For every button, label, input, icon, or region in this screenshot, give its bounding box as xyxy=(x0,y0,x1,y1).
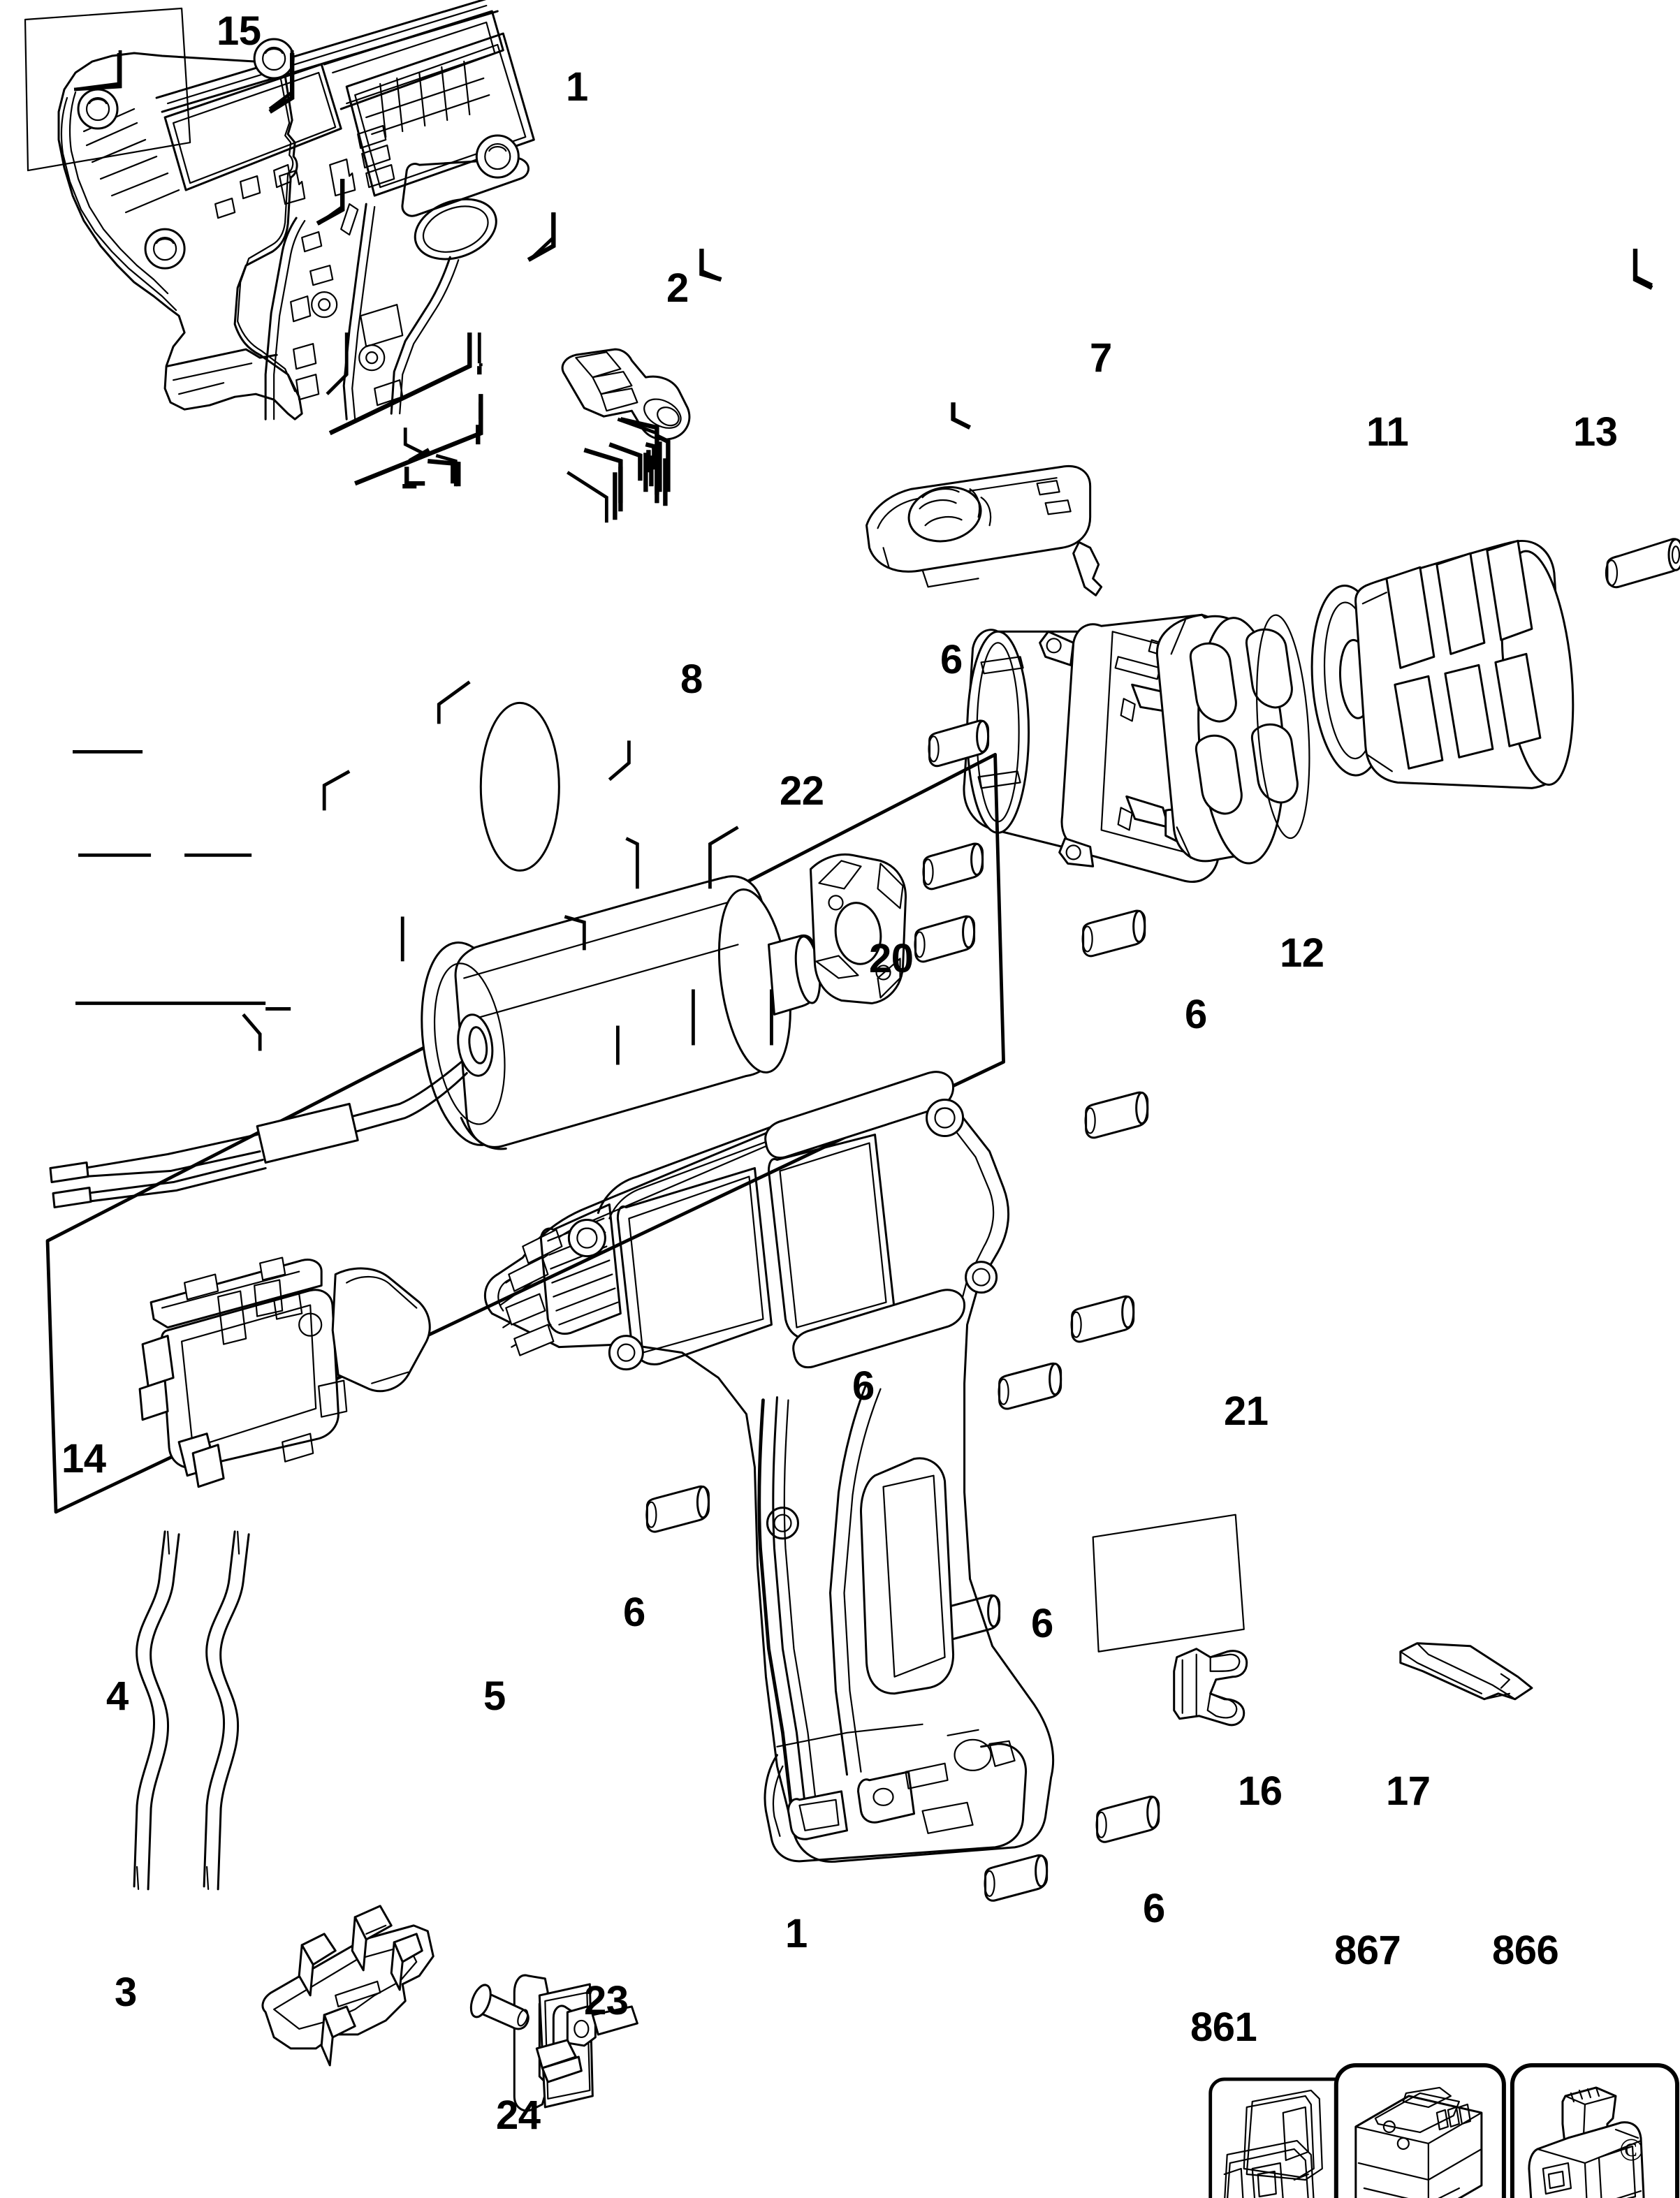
part-12-gearbox-assembly xyxy=(479,613,1310,883)
callout-number-13: 13 xyxy=(1573,409,1618,455)
part-21-warning-label xyxy=(1092,1514,1245,1653)
callout-number-1: 1 xyxy=(785,1911,808,1956)
screw xyxy=(1084,1091,1149,1139)
callout-number-12: 12 xyxy=(1280,930,1324,976)
part-11-keyless-chuck xyxy=(1310,539,1575,789)
callout-number-2: 2 xyxy=(666,265,689,311)
callout-number-11: 11 xyxy=(1366,409,1409,455)
callout-number-6: 6 xyxy=(1185,992,1207,1037)
part-4-wire-lead xyxy=(133,1530,180,1891)
screw xyxy=(984,1854,1049,1902)
part-15-rating-label xyxy=(24,7,191,172)
screw xyxy=(1095,1795,1160,1843)
part-7-mode-collar-cover xyxy=(865,464,1103,596)
accessory-867-battery-charger xyxy=(1334,2063,1506,2198)
part-2-forward-reverse-selector xyxy=(561,348,691,441)
part-13-chuck-retaining-screw xyxy=(1605,538,1680,589)
callout-number-3: 3 xyxy=(115,1970,137,2015)
callout-number-6: 6 xyxy=(1031,1601,1053,1646)
callout-number-14: 14 xyxy=(61,1436,106,1481)
callout-number-20: 20 xyxy=(869,936,914,981)
part-16-bit-holder-clip xyxy=(1173,1648,1248,1727)
callout-number-7: 7 xyxy=(1090,335,1112,381)
part-1-housing-half-left xyxy=(57,0,535,420)
accessory-861-kit-box xyxy=(1208,2077,1352,2198)
callout-number-5: 5 xyxy=(483,1673,506,1719)
callout-number-8: 8 xyxy=(680,657,703,702)
screw xyxy=(998,1362,1062,1410)
part-24-terminal-pin xyxy=(469,1984,529,2030)
part-5-wire-lead xyxy=(203,1530,250,1891)
callout-number-24: 24 xyxy=(496,2093,541,2138)
callout-number-861: 861 xyxy=(1190,2005,1257,2050)
part-3-terminal-block xyxy=(261,1905,434,2067)
part-6-housing-screws xyxy=(645,719,1160,1902)
callout-number-6: 6 xyxy=(940,637,963,682)
screw xyxy=(928,719,990,768)
callout-number-16: 16 xyxy=(1238,1768,1283,1814)
callout-number-6: 6 xyxy=(852,1363,875,1409)
screw xyxy=(645,1485,710,1533)
part-17-screwdriver-bit xyxy=(1399,1642,1533,1701)
callout-number-867: 867 xyxy=(1334,1928,1401,1973)
part-20-motor-screws xyxy=(914,842,984,963)
callout-number-4: 4 xyxy=(106,1673,129,1719)
callout-number-21: 21 xyxy=(1224,1389,1269,1434)
callout-number-23: 23 xyxy=(584,1978,629,2023)
callout-number-17: 17 xyxy=(1386,1768,1431,1814)
callout-number-15: 15 xyxy=(217,8,261,54)
leader-lines xyxy=(73,50,1653,520)
part-22-motor-endplate xyxy=(809,853,907,1004)
accessory-866-battery-pack xyxy=(1510,2063,1679,2198)
callout-number-6: 6 xyxy=(623,1590,645,1635)
callout-number-866: 866 xyxy=(1492,1928,1559,1973)
part-1-housing-half-right xyxy=(483,1071,1055,1863)
callout-number-6: 6 xyxy=(1143,1886,1165,1931)
callout-number-1: 1 xyxy=(566,64,588,110)
callout-number-22: 22 xyxy=(780,768,824,814)
screw xyxy=(1070,1295,1135,1343)
copyright-icon: © xyxy=(1619,2132,1644,2167)
screw xyxy=(1081,909,1146,958)
part-14-trigger-switch xyxy=(138,1256,431,1488)
leader-lines-clean xyxy=(73,50,1653,1065)
